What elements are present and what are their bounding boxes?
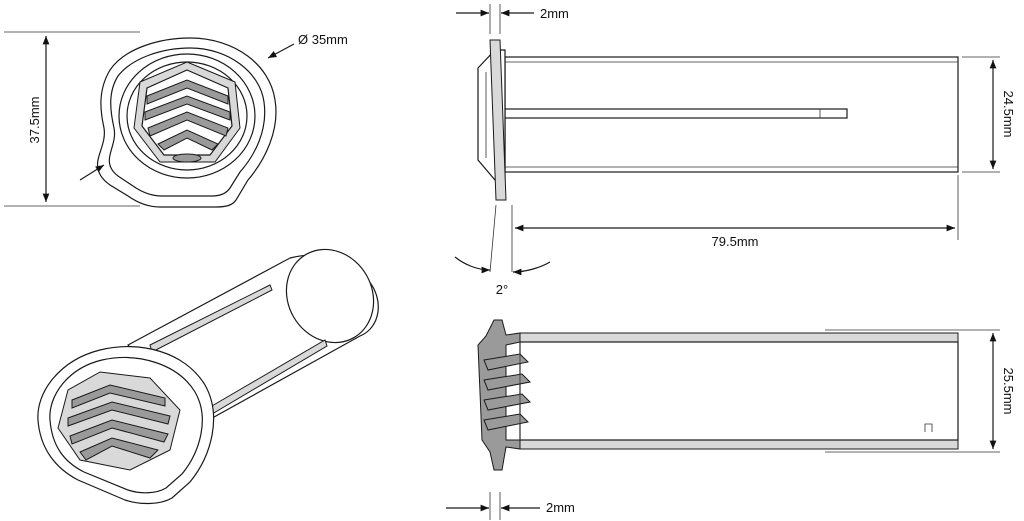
left-leader: [79, 164, 105, 181]
iso-flange-ring: [49, 356, 203, 494]
front-cylinder-rim: [118, 53, 256, 179]
outer-diameter-label: 25.5mm: [1001, 368, 1016, 415]
flange-thickness-bottom-label: 2mm: [546, 500, 575, 515]
side-flange-rim: [489, 39, 507, 201]
front-flange-ring: [108, 47, 266, 197]
front-view: 37.5mm Ø 35mm: [4, 31, 348, 208]
section-wall-bottom: [519, 439, 959, 450]
section-flange: [477, 319, 521, 471]
isometric-view: [37, 248, 379, 505]
angle-arc-left: [454, 256, 491, 274]
length-label: 79.5mm: [712, 234, 759, 249]
section-ribs: [483, 353, 532, 431]
section-wall-top: [519, 332, 959, 343]
iso-chevron-ribs: [67, 384, 171, 461]
section-bore: [519, 341, 959, 441]
side-view: 2mm 24.5mm 79.5mm 2°: [454, 4, 1016, 297]
flange-thickness-top-label: 2mm: [540, 6, 569, 21]
front-bottom-hole: [172, 153, 202, 163]
side-slot: [504, 108, 848, 119]
inner-diameter-label: 24.5mm: [1001, 91, 1016, 138]
diameter-leader: [267, 43, 295, 59]
height-label: 37.5mm: [27, 97, 42, 144]
angle-label: 2°: [496, 282, 508, 297]
section-view: 25.5mm 2mm: [446, 319, 1016, 520]
front-chevron-ribs: [144, 79, 231, 151]
diameter-label: Ø 35mm: [298, 32, 348, 47]
iso-cylinder-end: [285, 248, 375, 344]
angle-arc-right: [512, 261, 551, 276]
